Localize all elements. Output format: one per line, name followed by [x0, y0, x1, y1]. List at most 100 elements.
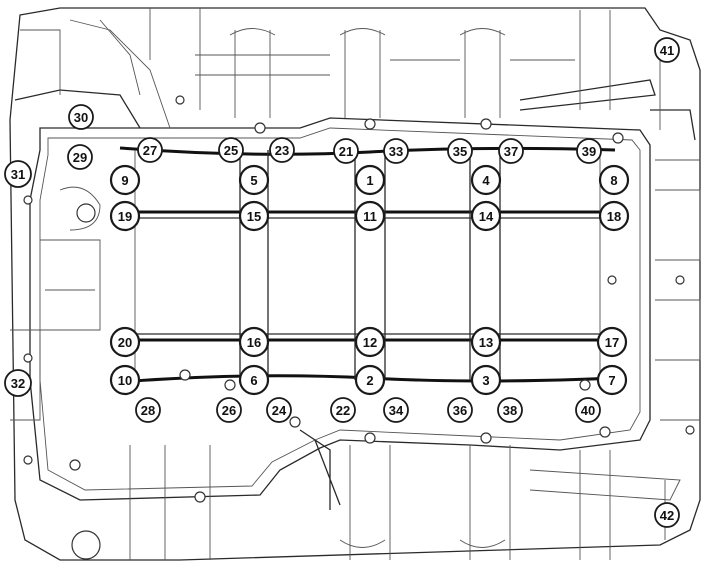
bolt-label: 2: [366, 373, 373, 388]
bolt-circle: [470, 164, 502, 196]
bolt-19: 19: [109, 200, 141, 232]
bolt-circle: [218, 137, 244, 163]
bolt-42: 42: [654, 502, 680, 528]
bolt-circle: [354, 364, 386, 396]
bolt-label: 18: [607, 209, 621, 224]
bolt-3: 3: [470, 364, 502, 396]
bolt-label: 20: [118, 335, 132, 350]
bolt-circle: [330, 397, 356, 423]
bolt-11: 11: [354, 200, 386, 232]
bolt-13: 13: [470, 326, 502, 358]
bolt-label: 19: [118, 209, 132, 224]
bolt-16: 16: [238, 326, 270, 358]
bolt-label: 14: [479, 209, 494, 224]
bolt-37: 37: [498, 138, 524, 164]
bolt-circle: [470, 200, 502, 232]
bolt-circle: [269, 137, 295, 163]
bolt-41: 41: [654, 37, 680, 63]
bolt-29: 29: [67, 144, 93, 170]
bolt-label: 31: [11, 167, 25, 182]
bolt-label: 7: [608, 373, 615, 388]
bolt-15: 15: [238, 200, 270, 232]
bolt-1: 1: [354, 164, 386, 196]
bolt-label: 27: [143, 143, 157, 158]
bolt-label: 1: [366, 173, 373, 188]
bolt-23: 23: [269, 137, 295, 163]
bolt-label: 9: [121, 173, 128, 188]
bolt-label: 38: [503, 403, 517, 418]
bolt-label: 15: [247, 209, 261, 224]
bolt-2: 2: [354, 364, 386, 396]
bolt-38: 38: [497, 397, 523, 423]
bolt-32: 32: [4, 369, 32, 397]
bolt-35: 35: [447, 138, 473, 164]
bolt-label: 26: [222, 403, 236, 418]
bolt-39: 39: [576, 138, 602, 164]
bolt-circle: [598, 200, 630, 232]
bolt-circle: [598, 164, 630, 196]
bolt-label: 8: [610, 173, 617, 188]
bolt-10: 10: [109, 364, 141, 396]
bolt-14: 14: [470, 200, 502, 232]
bolt-circle: [596, 364, 628, 396]
bolt-17: 17: [596, 326, 628, 358]
bolt-label: 22: [336, 403, 350, 418]
bolt-label: 40: [581, 403, 595, 418]
bolt-circle: [4, 160, 32, 188]
bolt-circle: [470, 364, 502, 396]
bolt-circle: [67, 144, 93, 170]
bolt-6: 6: [238, 364, 270, 396]
bolt-label: 25: [224, 143, 238, 158]
bolt-circle: [498, 138, 524, 164]
bolt-circle: [137, 137, 163, 163]
bolt-4: 4: [470, 164, 502, 196]
bolt-circle: [654, 37, 680, 63]
bolt-label: 13: [479, 335, 493, 350]
bolt-circle: [470, 326, 502, 358]
bolt-label: 12: [363, 335, 377, 350]
bolt-circle: [238, 364, 270, 396]
bolt-12: 12: [354, 326, 386, 358]
bolt-label: 5: [250, 173, 257, 188]
bolt-9: 9: [109, 164, 141, 196]
bolt-circle: [654, 502, 680, 528]
bolt-7: 7: [596, 364, 628, 396]
bolt-circle: [109, 364, 141, 396]
bolt-circle: [109, 326, 141, 358]
bolt-label: 16: [247, 335, 261, 350]
bolt-circle: [238, 200, 270, 232]
bolt-label: 11: [363, 209, 377, 224]
bolt-label: 17: [605, 335, 619, 350]
bolt-circle: [576, 138, 602, 164]
bolt-label: 39: [582, 144, 596, 159]
bolt-8: 8: [598, 164, 630, 196]
bolt-label: 32: [11, 376, 25, 391]
bolt-24: 24: [266, 397, 292, 423]
bolt-circle: [266, 397, 292, 423]
bolt-circle: [109, 164, 141, 196]
bolt-label: 37: [504, 144, 518, 159]
bolt-31: 31: [4, 160, 32, 188]
bolt-circle: [109, 200, 141, 232]
bolt-label: 36: [453, 403, 467, 418]
bolt-21: 21: [333, 138, 359, 164]
bolt-circle: [68, 104, 94, 130]
bolt-circle: [354, 164, 386, 196]
bolt-circle: [354, 326, 386, 358]
bolt-label: 33: [389, 144, 403, 159]
bolt-circle: [447, 397, 473, 423]
bolt-label: 28: [141, 403, 155, 418]
bolt-22: 22: [330, 397, 356, 423]
bolt-label: 29: [73, 150, 87, 165]
bolt-circle: [447, 138, 473, 164]
bolt-circle: [135, 397, 161, 423]
bolt-circle: [575, 397, 601, 423]
bolt-label: 30: [74, 110, 88, 125]
bolt-26: 26: [216, 397, 242, 423]
bolt-5: 5: [238, 164, 270, 196]
bolt-circle: [354, 200, 386, 232]
bolt-circle: [596, 326, 628, 358]
bolt-circle: [238, 164, 270, 196]
bolt-label: 10: [118, 373, 132, 388]
